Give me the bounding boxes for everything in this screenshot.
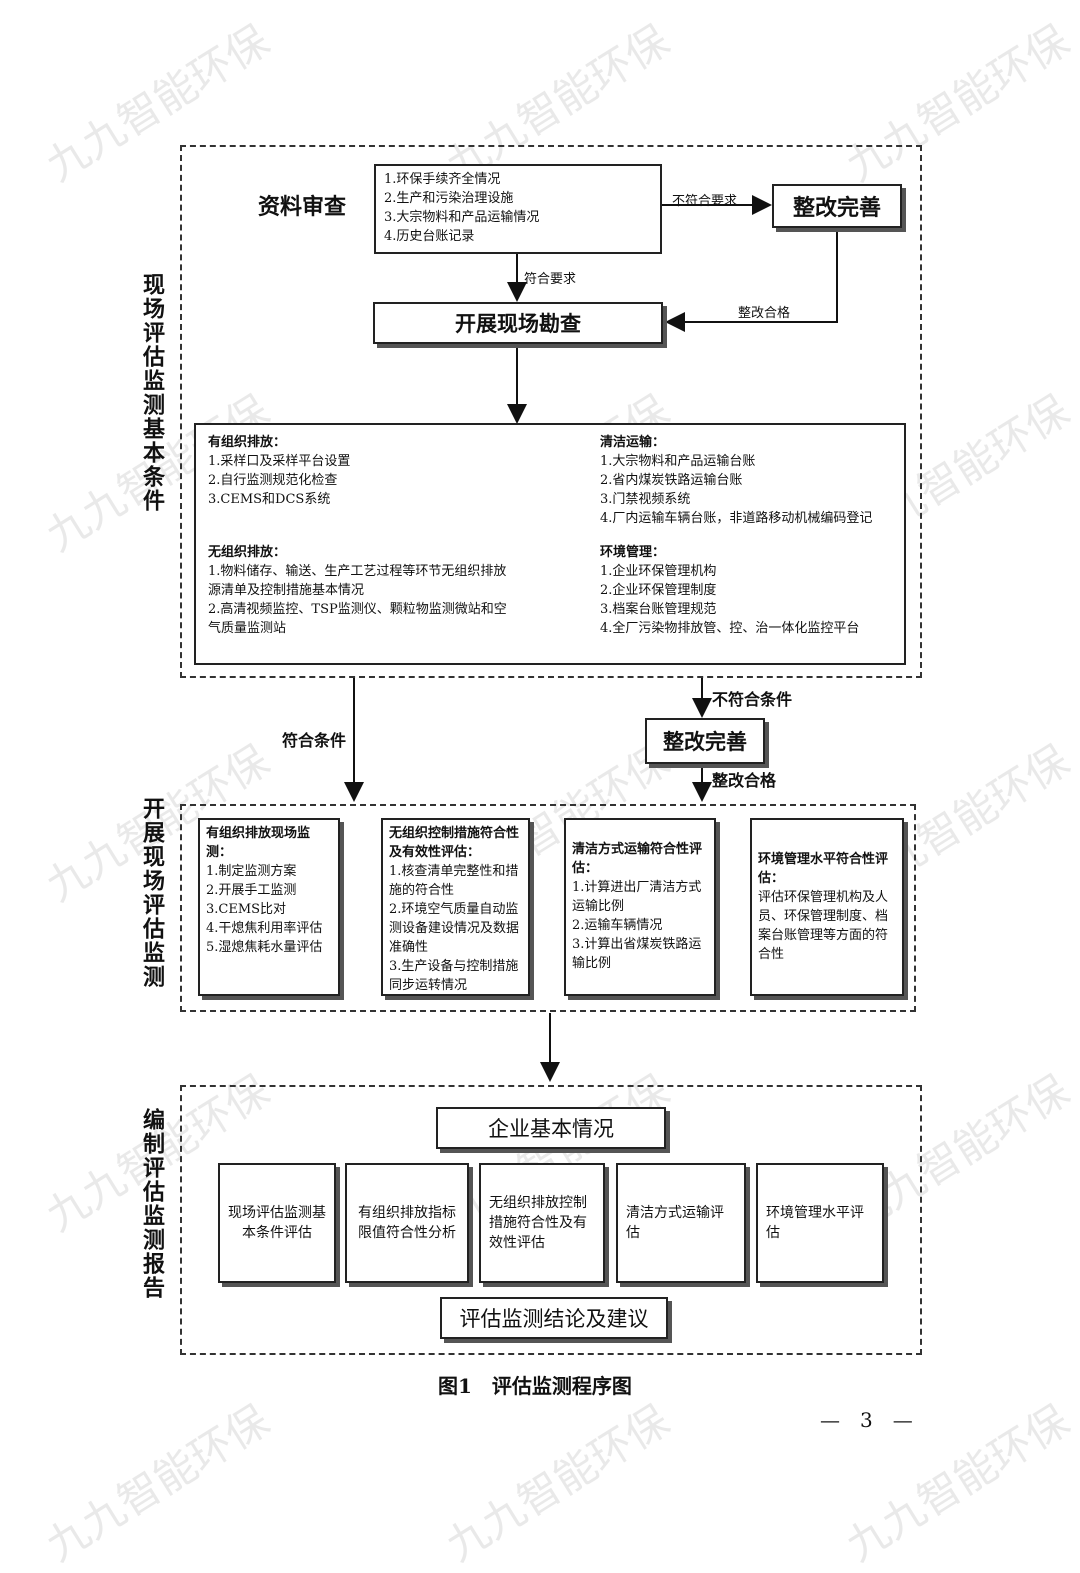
stage2-box-1-item-5: 5.湿熄焦耗水量评估 <box>206 940 323 955</box>
unorganized-title: 无组织排放： <box>208 545 287 560</box>
stage2-box-3-items: 1.计算进出厂清洁方式运输比例 2.运输车辆情况 3.计算出省煤炭铁路运输比例 <box>572 878 708 973</box>
stage2-box-1-title: 有组织排放现场监测： <box>206 826 311 860</box>
stage2-box-4-items: 评估环保管理机构及人员、环保管理制度、档案台账管理等方面的符合性 <box>758 888 896 964</box>
stage2-box-1-item-4: 4.干熄焦利用率评估 <box>206 921 323 936</box>
env-management-item-3: 3.档案台账管理规范 <box>600 602 717 617</box>
meet-label: 符合条件 <box>282 731 347 750</box>
stage2-box-2: 无组织控制措施符合性及有效性评估： 1.核查清单完整性和措施的符合性 2.环境空气… <box>381 818 530 996</box>
stage2-label: 开展现场评估监测 <box>139 797 165 989</box>
env-management-item-2: 2.企业环保管理制度 <box>600 583 717 598</box>
review-item-3: 3.大宗物料和产品运输情况 <box>384 210 540 225</box>
stage2-box-1-item-3: 3.CEMS比对 <box>206 902 287 917</box>
organized-section: 有组织排放： 1.采样口及采样平台设置 2.自行监测规范化检查 3.CEMS和DCS… <box>208 433 538 509</box>
unorganized-section: 无组织排放： 1.物料储存、输送、生产工艺过程等环节无组织排放源清单及控制措施基… <box>208 543 518 638</box>
env-management-items: 1.企业环保管理机构 2.企业环保管理制度 3.档案台账管理规范 4.全厂污染物排放管… <box>600 562 902 638</box>
stage3-frame <box>180 1085 922 1355</box>
not-meet-label: 不符合条件 <box>712 690 793 709</box>
organized-item-2: 2.自行监测规范化检查 <box>208 473 338 488</box>
rectify-pass-label-1: 整改合格 <box>738 306 791 321</box>
clean-transport-item-1: 1.大宗物料和产品运输台账 <box>600 454 756 469</box>
rectify-box-2: 整改完善 <box>645 718 765 764</box>
organized-items: 1.采样口及采样平台设置 2.自行监测规范化检查 3.CEMS和DCS系统 <box>208 452 538 509</box>
review-items-list: 1.环保手续齐全情况 2.生产和污染治理设施 3.大宗物料和产品运输情况 4.历史台账… <box>384 170 652 246</box>
review-item-2: 2.生产和污染治理设施 <box>384 191 514 206</box>
stage3-label: 编制评估监测报告 <box>139 1108 165 1300</box>
report-box-5: 环境管理水平评估 <box>756 1163 884 1283</box>
stage2-box-2-item-3: 3.生产设备与控制措施同步运转情况 <box>389 959 519 993</box>
rectify-pass-label-2: 整改合格 <box>712 771 777 790</box>
report-box-1: 现场评估监测基本条件评估 <box>218 1163 336 1283</box>
stage2-box-3-item-2: 2.运输车辆情况 <box>572 918 663 933</box>
stage2-box-2-items: 1.核查清单完整性和措施的符合性 2.环境空气质量自动监测设备建设情况及数据准确性… <box>389 862 522 995</box>
clean-transport-item-4: 4.厂内运输车辆台账，非道路移动机械编码登记 <box>600 511 873 526</box>
env-management-section: 环境管理： 1.企业环保管理机构 2.企业环保管理制度 3.档案台账管理规范 4.全厂… <box>600 543 902 638</box>
stage2-box-3-item-3: 3.计算出省煤炭铁路运输比例 <box>572 937 702 971</box>
clean-transport-item-3: 3.门禁视频系统 <box>600 492 691 507</box>
report-box-3: 无组织排放控制措施符合性及有效性评估 <box>479 1163 605 1283</box>
organized-item-1: 1.采样口及采样平台设置 <box>208 454 351 469</box>
review-item-4: 4.历史台账记录 <box>384 229 475 244</box>
fail-label: 不符合要求 <box>672 194 738 209</box>
stage2-frame <box>180 804 916 1012</box>
page-number: — 3 — <box>820 1408 913 1432</box>
stage2-box-2-item-2: 2.环境空气质量自动监测设备建设情况及数据准确性 <box>389 902 520 955</box>
connector-lines <box>344 195 838 1082</box>
stage2-box-3-title: 清洁方式运输符合性评估： <box>572 842 703 876</box>
review-item-1: 1.环保手续齐全情况 <box>384 172 501 187</box>
conditions-box: 有组织排放： 1.采样口及采样平台设置 2.自行监测规范化检查 3.CEMS和DCS… <box>194 423 906 665</box>
stage1-label: 现场评估监测基本条件 <box>139 273 165 513</box>
env-management-item-1: 1.企业环保管理机构 <box>600 564 717 579</box>
conclusion-box: 评估监测结论及建议 <box>440 1297 668 1339</box>
stage2-box-1: 有组织排放现场监测： 1.制定监测方案 2.开展手工监测 3.CEMS比对 4.干熄焦… <box>198 818 340 996</box>
clean-transport-item-2: 2.省内煤炭铁路运输台账 <box>600 473 743 488</box>
stage2-box-4-item-1: 评估环保管理机构及人员、环保管理制度、档案台账管理等方面的符合性 <box>758 890 889 962</box>
clean-transport-title: 清洁运输： <box>600 435 666 450</box>
stage2-box-4: 环境管理水平符合性评估： 评估环保管理机构及人员、环保管理制度、档案台账管理等方… <box>750 818 904 996</box>
site-survey-box: 开展现场勘查 <box>373 302 663 344</box>
report-box-4: 清洁方式运输评估 <box>616 1163 746 1283</box>
stage2-box-3-item-1: 1.计算进出厂清洁方式运输比例 <box>572 880 702 914</box>
enterprise-basic-box: 企业基本情况 <box>436 1107 666 1149</box>
unorganized-items: 1.物料储存、输送、生产工艺过程等环节无组织排放源清单及控制措施基本情况 2.高清… <box>208 562 518 638</box>
review-items-box: 1.环保手续齐全情况 2.生产和污染治理设施 3.大宗物料和产品运输情况 4.历史台账… <box>374 164 662 254</box>
stage2-box-1-items: 1.制定监测方案 2.开展手工监测 3.CEMS比对 4.干熄焦利用率评估 5.湿熄焦耗… <box>206 862 332 957</box>
stage2-box-4-title: 环境管理水平符合性评估： <box>758 852 889 886</box>
rectify-box-1: 整改完善 <box>772 184 902 228</box>
stage2-box-2-title: 无组织控制措施符合性及有效性评估： <box>389 826 520 860</box>
stage2-box-3: 清洁方式运输符合性评估： 1.计算进出厂清洁方式运输比例 2.运输车辆情况 3.计算… <box>564 818 716 996</box>
clean-transport-section: 清洁运输： 1.大宗物料和产品运输台账 2.省内煤炭铁路运输台账 3.门禁视频系统 4… <box>600 433 902 528</box>
organized-title: 有组织排放： <box>208 435 287 450</box>
stage2-box-1-item-2: 2.开展手工监测 <box>206 883 297 898</box>
stage1-frame <box>180 145 922 678</box>
report-box-2: 有组织排放指标限值符合性分析 <box>345 1163 469 1283</box>
organized-item-3: 3.CEMS和DCS系统 <box>208 492 331 507</box>
stage2-box-1-item-1: 1.制定监测方案 <box>206 864 297 879</box>
unorganized-item-1: 1.物料储存、输送、生产工艺过程等环节无组织排放源清单及控制措施基本情况 <box>208 564 507 598</box>
arrow-rectify-to-survey <box>665 228 838 332</box>
review-title: 资料审查 <box>258 194 347 220</box>
clean-transport-items: 1.大宗物料和产品运输台账 2.省内煤炭铁路运输台账 3.门禁视频系统 4.厂内运输车… <box>600 452 902 528</box>
env-management-title: 环境管理： <box>600 545 666 560</box>
env-management-item-4: 4.全厂污染物排放管、控、治一体化监控平台 <box>600 621 860 636</box>
figure-caption: 图1 评估监测程序图 <box>438 1374 632 1398</box>
unorganized-item-2: 2.高清视频监控、TSP监测仪、颗粒物监测微站和空气质量监测站 <box>208 602 507 636</box>
stage2-box-2-item-1: 1.核查清单完整性和措施的符合性 <box>389 864 519 898</box>
pass-label: 符合要求 <box>524 272 577 287</box>
